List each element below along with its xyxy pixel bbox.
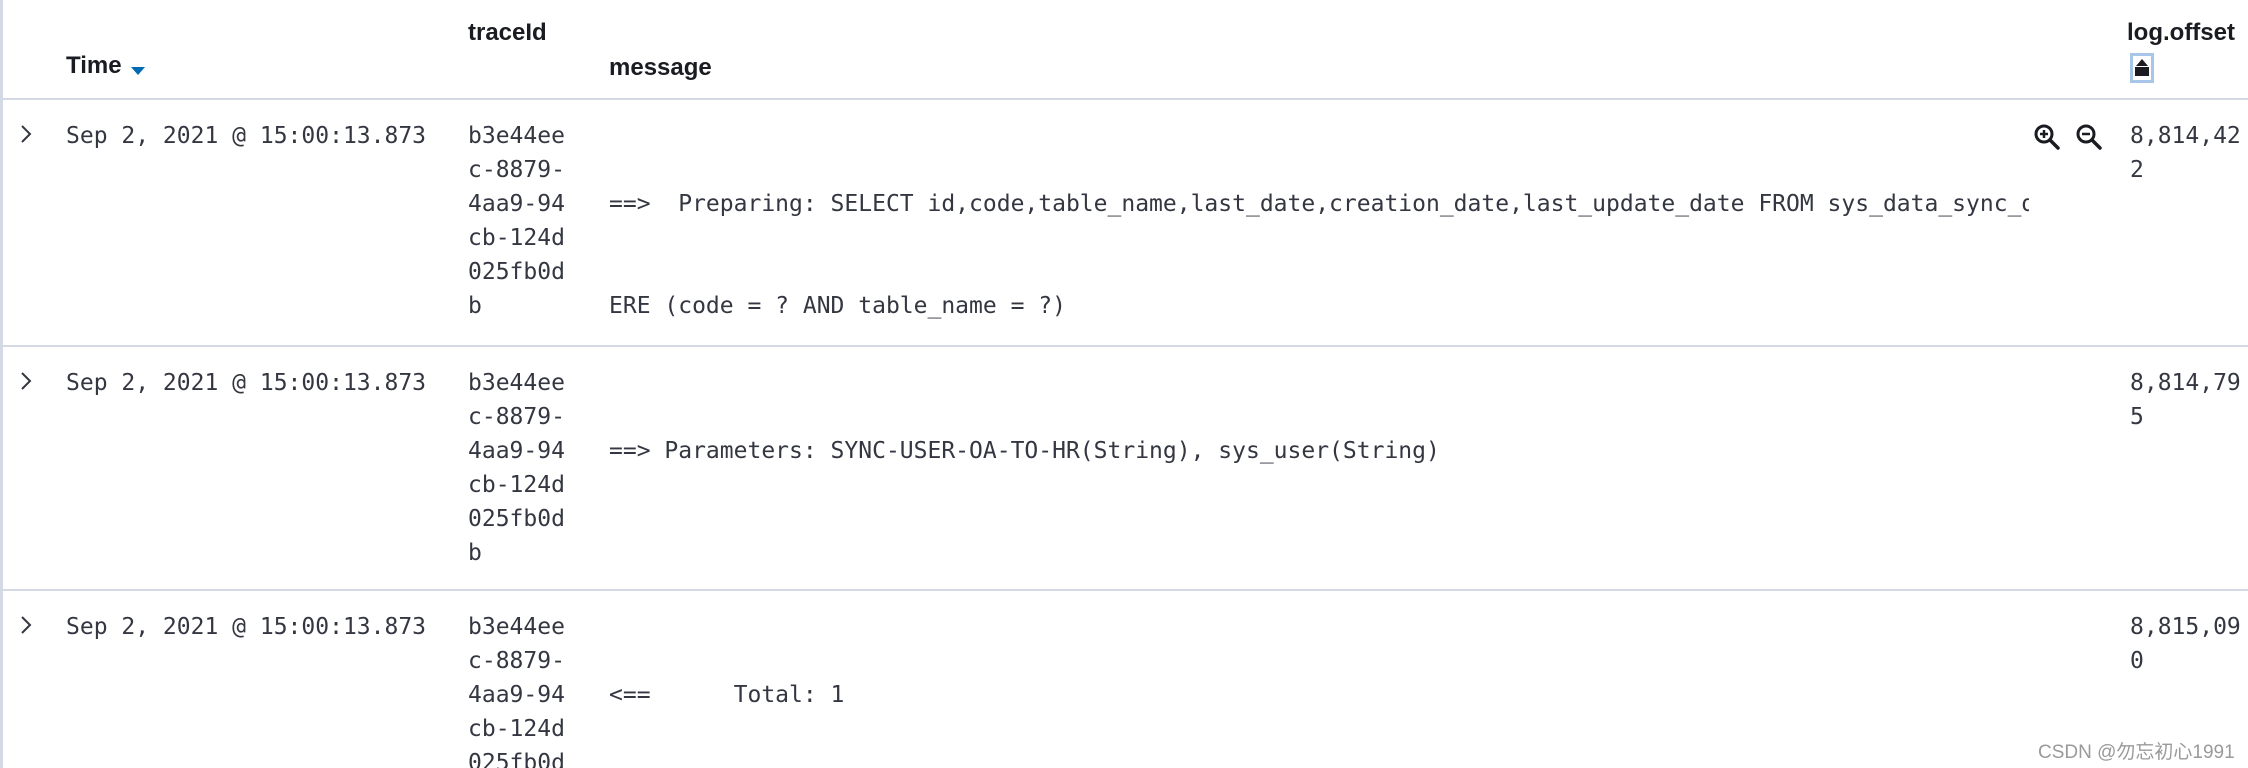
chevron-right-icon[interactable] [16, 613, 36, 637]
cell-traceid: b3e44ee c-8879- 4aa9-94 cb-124d 025fb0d … [468, 123, 565, 319]
zoom-in-icon[interactable] [2032, 122, 2062, 152]
cell-time: Sep 2, 2021 @ 15:00:13.873 [66, 614, 427, 640]
chevron-right-icon[interactable] [16, 122, 36, 146]
column-header-log-offset[interactable]: log.offset [2127, 19, 2235, 46]
cell-log-offset: 8,814,79 5 [2130, 370, 2241, 430]
table-row[interactable]: Sep 2, 2021 @ 15:00:13.873 b3e44ee c-887… [0, 100, 2248, 347]
table-row[interactable]: Sep 2, 2021 @ 15:00:13.873 b3e44ee c-887… [0, 591, 2248, 768]
zoom-out-icon[interactable] [2074, 122, 2104, 152]
cell-log-offset: 8,815,09 0 [2130, 614, 2241, 674]
sort-ascending-icon[interactable] [2130, 53, 2154, 83]
cell-traceid: b3e44ee c-8879- 4aa9-94 cb-124d 025fb0d … [468, 370, 565, 566]
watermark: CSDN @勿忘初心1991 [2038, 742, 2235, 763]
cell-message: ==> Parameters: SYNC-USER-OA-TO-HR(Strin… [609, 438, 1440, 464]
cell-time: Sep 2, 2021 @ 15:00:13.873 [66, 370, 427, 396]
cell-message: ==> Preparing: SELECT id,code,table_name… [609, 191, 2029, 319]
chevron-right-icon[interactable] [16, 369, 36, 393]
sort-descending-icon[interactable] [131, 67, 145, 75]
cell-traceid: b3e44ee c-8879- 4aa9-94 cb-124d 025fb0d [468, 614, 565, 768]
column-header-time[interactable]: Time [66, 52, 122, 79]
column-header-message[interactable]: message [609, 54, 712, 81]
cell-log-offset: 8,814,42 2 [2130, 123, 2241, 183]
left-border [0, 0, 3, 768]
cell-time: Sep 2, 2021 @ 15:00:13.873 [66, 123, 427, 149]
cell-message: <== Total: 1 [609, 682, 845, 708]
column-header-traceid[interactable]: traceId [468, 19, 547, 46]
table-row[interactable]: Sep 2, 2021 @ 15:00:13.873 b3e44ee c-887… [0, 347, 2248, 591]
table-header: Time traceId message log.offset [0, 0, 2248, 100]
